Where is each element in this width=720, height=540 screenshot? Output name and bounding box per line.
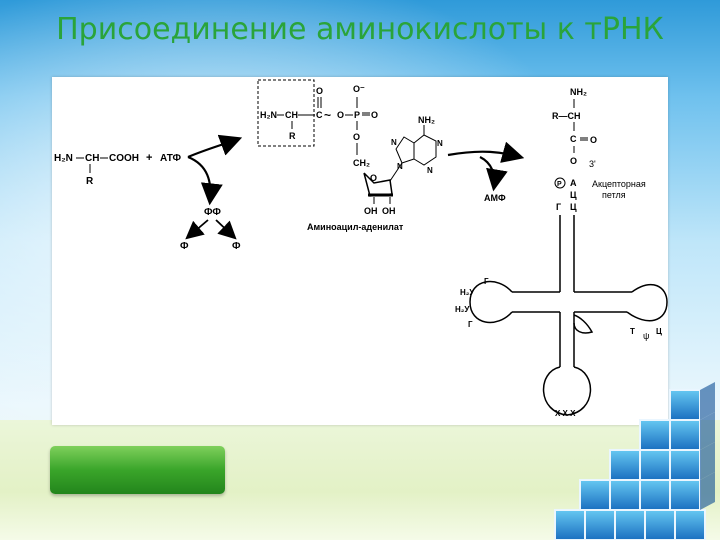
adenylate-ch: CH	[285, 110, 298, 120]
amino-acid-h2n: H₂N	[54, 153, 73, 164]
adenine-n4: N	[427, 166, 433, 175]
adenylate-o-ester: O	[353, 132, 360, 142]
atp-label: АТФ	[160, 153, 181, 164]
adenylate-ch2: CH₂	[353, 158, 370, 168]
d-loop-g1: Г	[484, 277, 489, 286]
adenylate-tilde: ~	[324, 108, 331, 122]
d-loop-g2: Г	[468, 320, 473, 329]
trna-aminoacyl-end: NH₂ R—CH C O O 3' P Г А Ц Ц Акцепторная …	[552, 87, 646, 212]
trna-c-2: Ц	[570, 202, 577, 212]
ribose-oh-1: OH	[364, 206, 378, 216]
amp-label: АМФ	[484, 193, 506, 203]
ribose-o: O	[370, 173, 377, 183]
adenylate-o-right: O	[371, 110, 378, 120]
aminoacyl-adenylate: H₂N CH R C O ~ O P O⁻ O O CH₂	[257, 79, 443, 216]
t-loop-psi: ψ	[643, 331, 649, 341]
trna-loop-labels: Г H₂У H₂У Г Т ψ Ц X X X	[455, 277, 662, 418]
amino-acid-ch: CH	[85, 153, 99, 164]
t-loop-t: Т	[630, 327, 635, 336]
trna-3-prime: 3'	[589, 159, 596, 169]
arrow-to-trna	[447, 141, 525, 163]
trna-phosphate-p: P	[557, 181, 562, 188]
amino-acid-r: R	[86, 176, 94, 187]
adenine-nh2: NH₂	[418, 115, 435, 125]
trna-o-double: O	[590, 135, 597, 145]
adenylate-h2n: H₂N	[260, 110, 277, 120]
amino-acid: H₂N CH COOH R	[54, 153, 139, 187]
reaction-diagram: H₂N CH COOH R + АТФ ФФ Ф Ф H₂N CH R C	[54, 79, 668, 418]
arrow-pp-right	[215, 219, 237, 240]
trna-phosphate-circle	[554, 177, 566, 189]
trna-g-left: Г	[556, 202, 561, 212]
adenylate-o-minus: O⁻	[353, 84, 365, 94]
arrow-to-adenylate	[187, 134, 243, 159]
acceptor-loop-label-2: петля	[602, 190, 626, 200]
ribose-ring	[363, 172, 393, 197]
trna-c: C	[570, 134, 577, 144]
trna-o-ester: O	[570, 156, 577, 166]
phosphate-left-label: Ф	[180, 241, 189, 252]
phosphate-right-label: Ф	[232, 241, 241, 252]
diagram-panel: H₂N CH COOH R + АТФ ФФ Ф Ф H₂N CH R C	[52, 77, 668, 425]
adenylate-c: C	[316, 110, 323, 120]
d-loop-h2u1: H₂У	[460, 288, 475, 297]
decorative-cubes-graphic	[554, 382, 715, 540]
adenylate-label: Аминоацил-аденилат	[307, 222, 404, 232]
trna-nh2: NH₂	[570, 87, 587, 97]
decorative-green-bar	[50, 446, 225, 494]
adenine-n1: N	[391, 138, 397, 147]
adenylate-o-link: O	[337, 110, 344, 120]
amino-acid-cooh: COOH	[109, 153, 139, 164]
d-loop-h2u2: H₂У	[455, 305, 470, 314]
anticodon-label: X X X	[555, 409, 576, 418]
pyrophosphate-label: ФФ	[204, 207, 221, 218]
trna-r-ch: R—CH	[552, 111, 581, 121]
amino-acid-box	[257, 79, 315, 147]
t-loop-c: Ц	[656, 327, 662, 336]
arrow-pp-left	[185, 219, 209, 240]
trna-c-1: Ц	[570, 190, 577, 200]
acceptor-loop-label-1: Акцепторная	[592, 179, 646, 189]
trna-a: А	[570, 178, 577, 188]
ribose-oh-2: OH	[382, 206, 396, 216]
adenine-n3: N	[437, 139, 443, 148]
adenine-imidazole	[395, 136, 415, 164]
adenine-pyrimidine	[413, 134, 437, 166]
arrow-to-amp	[479, 156, 508, 192]
adenylate-o-top: O	[316, 86, 323, 96]
adenylate-r: R	[289, 131, 296, 141]
adenylate-p: P	[354, 110, 360, 120]
plus-sign: +	[146, 152, 152, 164]
adenine-n2: N	[397, 162, 403, 171]
slide-title: Присоединение аминокислоты к тРНК	[56, 12, 664, 47]
arrow-to-pyrophosphate	[187, 155, 223, 206]
trna-cloverleaf	[469, 215, 668, 416]
